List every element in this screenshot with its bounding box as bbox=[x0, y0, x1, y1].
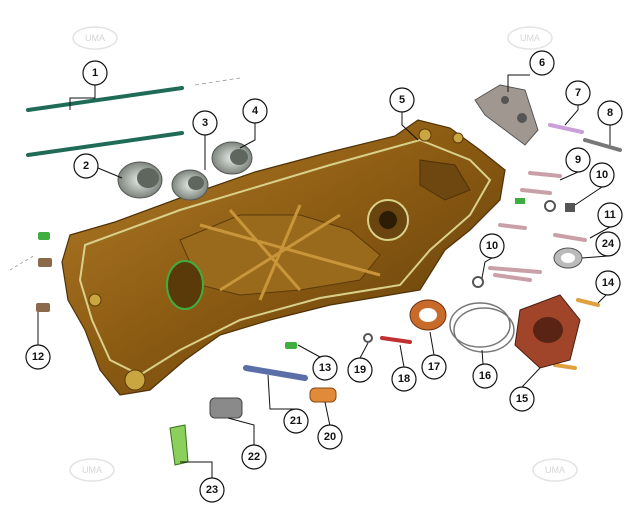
bolt-cluster-right bbox=[472, 171, 587, 288]
callout-9: 9 bbox=[565, 147, 591, 173]
callout-10-upper: 10 bbox=[589, 162, 615, 188]
callout-4: 4 bbox=[242, 98, 268, 124]
svg-text:UMA: UMA bbox=[520, 33, 540, 43]
callout-3: 3 bbox=[192, 110, 218, 136]
svg-text:2: 2 bbox=[83, 160, 89, 172]
callout-16: 16 bbox=[472, 363, 498, 389]
bearings bbox=[117, 141, 253, 201]
lower-small-parts bbox=[169, 333, 412, 466]
svg-text:19: 19 bbox=[354, 364, 366, 376]
svg-text:7: 7 bbox=[575, 87, 581, 99]
svg-text:12: 12 bbox=[32, 351, 44, 363]
callout-13: 13 bbox=[312, 355, 338, 381]
callout-7: 7 bbox=[565, 80, 591, 106]
svg-text:16: 16 bbox=[479, 370, 491, 382]
svg-text:11: 11 bbox=[604, 209, 616, 221]
svg-text:22: 22 bbox=[248, 451, 260, 463]
callout-20: 20 bbox=[317, 424, 343, 450]
svg-text:13: 13 bbox=[319, 362, 331, 374]
callout-10-lower: 10 bbox=[479, 233, 505, 259]
svg-text:23: 23 bbox=[206, 484, 218, 496]
svg-text:15: 15 bbox=[516, 393, 528, 405]
svg-text:14: 14 bbox=[602, 277, 615, 289]
callout-list: 1 2 3 4 5 6 7 8 9 10 11 24 10 14 12 13 1… bbox=[25, 50, 623, 503]
oil-seal-24 bbox=[553, 247, 583, 269]
callout-2: 2 bbox=[73, 153, 99, 179]
svg-text:4: 4 bbox=[252, 105, 259, 117]
flange-15 bbox=[514, 294, 581, 369]
dowel-pins-left bbox=[9, 232, 52, 312]
callout-11: 11 bbox=[597, 202, 623, 228]
svg-text:24: 24 bbox=[602, 238, 615, 250]
watermark-logo-top-left: UMA bbox=[72, 26, 118, 50]
svg-text:UMA: UMA bbox=[545, 465, 565, 475]
svg-text:18: 18 bbox=[398, 373, 410, 385]
callout-8: 8 bbox=[597, 100, 623, 126]
svg-text:9: 9 bbox=[575, 154, 581, 166]
svg-text:UMA: UMA bbox=[85, 33, 105, 43]
watermark-logo-bottom-left: UMA bbox=[69, 458, 115, 482]
callout-17: 17 bbox=[421, 354, 447, 380]
callout-21: 21 bbox=[283, 408, 309, 434]
callout-12: 12 bbox=[25, 344, 51, 370]
callout-23: 23 bbox=[199, 477, 225, 503]
svg-text:21: 21 bbox=[290, 415, 302, 427]
watermark-logo-bottom-right: UMA bbox=[532, 458, 578, 482]
callout-15: 15 bbox=[509, 386, 535, 412]
callout-24: 24 bbox=[595, 231, 621, 257]
svg-text:10: 10 bbox=[486, 240, 498, 252]
watermark-logo-top-right: UMA bbox=[507, 26, 553, 50]
seal-17 bbox=[409, 299, 447, 331]
callout-18: 18 bbox=[391, 366, 417, 392]
bolts-upper-right bbox=[548, 123, 622, 152]
bolt-14 bbox=[553, 298, 600, 370]
svg-text:20: 20 bbox=[324, 431, 336, 443]
svg-text:8: 8 bbox=[607, 107, 613, 119]
svg-text:5: 5 bbox=[399, 94, 405, 106]
callout-5: 5 bbox=[389, 87, 415, 113]
stud-rods bbox=[26, 77, 241, 157]
callout-14: 14 bbox=[595, 270, 621, 296]
svg-text:10: 10 bbox=[596, 169, 608, 181]
svg-text:6: 6 bbox=[539, 57, 545, 69]
callout-6: 6 bbox=[529, 50, 555, 76]
svg-text:3: 3 bbox=[202, 117, 208, 129]
svg-text:UMA: UMA bbox=[82, 465, 102, 475]
crankcase-cover bbox=[61, 119, 506, 396]
svg-text:1: 1 bbox=[92, 67, 98, 79]
svg-text:17: 17 bbox=[428, 361, 440, 373]
callout-1: 1 bbox=[82, 60, 108, 86]
leader-lines bbox=[37, 74, 611, 478]
callout-22: 22 bbox=[241, 444, 267, 470]
o-rings-16 bbox=[449, 302, 515, 353]
mounting-bracket bbox=[474, 84, 539, 146]
callout-19: 19 bbox=[347, 357, 373, 383]
